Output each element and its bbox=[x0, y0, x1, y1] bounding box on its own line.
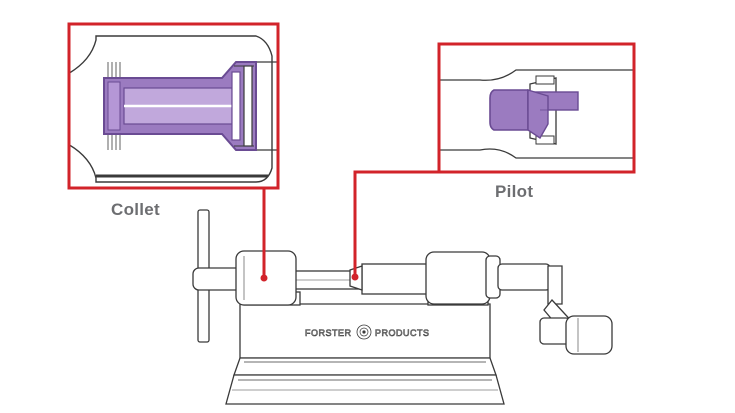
collet-label: Collet bbox=[111, 200, 161, 219]
svg-text:FORSTER: FORSTER bbox=[305, 328, 352, 338]
pilot-connector-dot bbox=[351, 273, 359, 281]
case-trimmer-illustration: FORSTER PRODUCTS bbox=[192, 209, 613, 405]
pilot-callout-frame bbox=[437, 42, 636, 174]
collet-callout-frame bbox=[67, 22, 280, 190]
pilot-detail-illustration bbox=[437, 42, 636, 174]
collet-connector-dot bbox=[260, 274, 268, 282]
trimmer-base bbox=[225, 303, 505, 405]
collet-detail-illustration bbox=[67, 22, 280, 190]
svg-text:PRODUCTS: PRODUCTS bbox=[375, 328, 430, 338]
forster-logo: FORSTER PRODUCTS bbox=[305, 324, 430, 340]
pilot-label: Pilot bbox=[495, 182, 534, 201]
